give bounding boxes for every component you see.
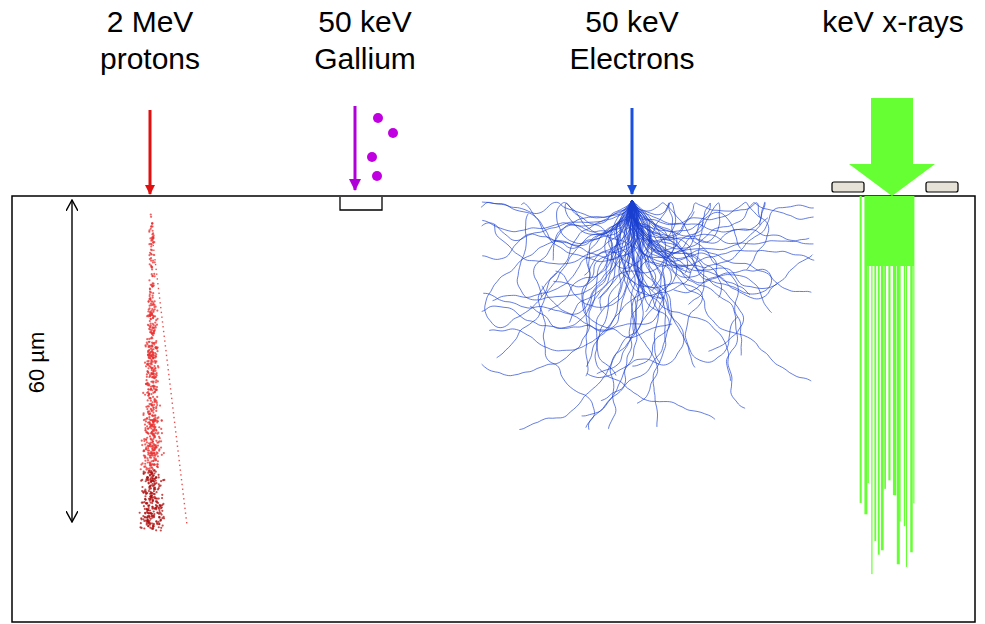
electron-trajectories	[481, 200, 814, 430]
gallium-ions	[367, 113, 398, 181]
proton-beam-arrow	[149, 110, 152, 194]
beam-label: 50 keV Electrons	[537, 4, 727, 77]
beam-label: keV x-rays	[803, 4, 983, 41]
implant-bracket	[340, 197, 382, 210]
mask-pad	[832, 182, 864, 192]
xray-arrow	[849, 98, 935, 196]
sample-block	[12, 196, 975, 622]
beam-label: 2 MeV protons	[85, 4, 215, 77]
dimension-label: 60 µm	[25, 331, 52, 393]
mask-pad	[926, 182, 958, 192]
electron-beam-arrow	[631, 108, 634, 194]
gallium-beam-arrow	[354, 106, 357, 190]
proton-track	[139, 213, 188, 531]
dimension-arrow	[71, 200, 72, 522]
beam-label: 50 keV Gallium	[300, 4, 430, 77]
xray-beams	[860, 196, 915, 574]
